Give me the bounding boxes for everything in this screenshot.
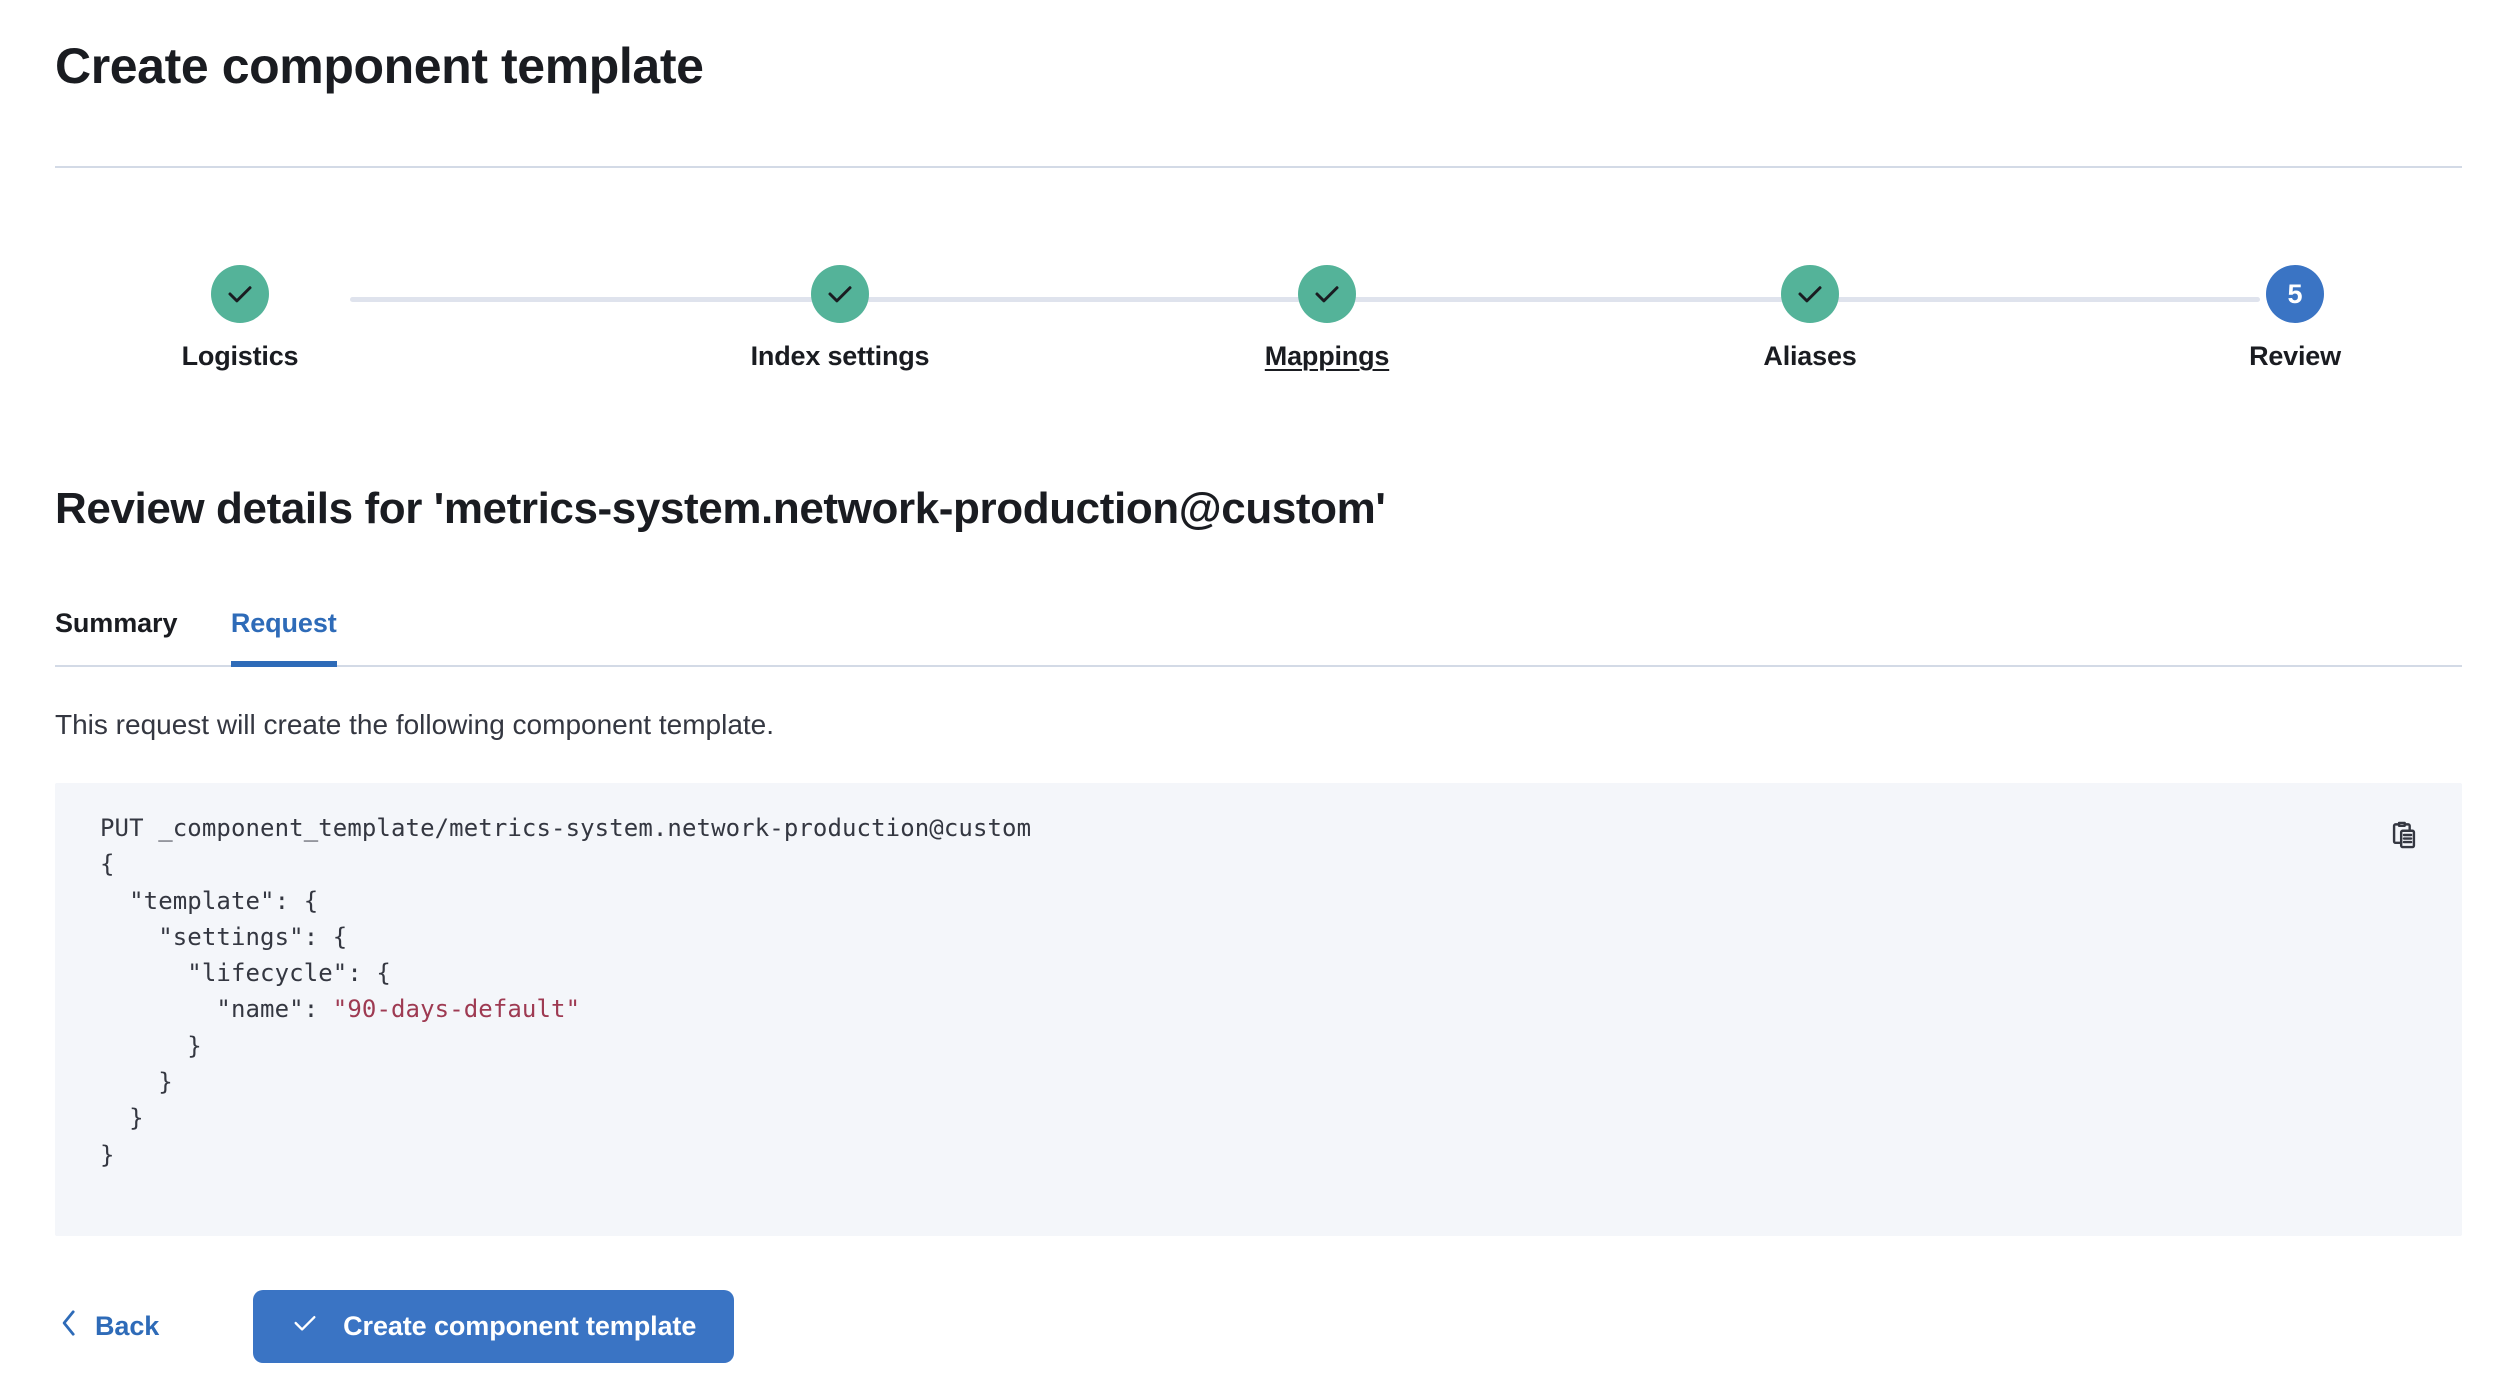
tab-request[interactable]: Request <box>230 595 337 667</box>
step-logistics[interactable]: Logistics <box>90 265 390 372</box>
step-mappings[interactable]: Mappings <box>1177 265 1477 372</box>
review-heading: Review details for 'metrics-system.netwo… <box>55 484 1386 533</box>
step-label: Logistics <box>181 341 299 371</box>
step-label: Review <box>2249 341 2341 371</box>
request-description: This request will create the following c… <box>55 709 775 740</box>
step-status-circle <box>211 265 269 323</box>
step-label: Mappings <box>1264 341 1390 371</box>
request-method-line: PUT _component_template/metrics-system.n… <box>100 814 1032 842</box>
step-review[interactable]: 5 Review <box>2145 265 2445 372</box>
chevron-left-icon <box>59 1309 79 1344</box>
check-icon <box>1795 279 1825 309</box>
step-status-circle <box>1781 265 1839 323</box>
request-string-value: "90-days-default" <box>332 995 581 1024</box>
title-divider <box>55 166 2462 168</box>
step-status-circle <box>1298 265 1356 323</box>
back-button[interactable]: Back <box>55 1299 163 1354</box>
wizard-stepper: Logistics Index settings Mappings <box>55 265 2462 395</box>
tabs-bottom-border <box>55 665 2462 667</box>
review-tabs: Summary Request <box>55 595 2462 667</box>
wizard-footer: Back Create component template <box>55 1290 735 1363</box>
back-button-label: Back <box>95 1311 160 1341</box>
step-status-circle <box>811 265 869 323</box>
step-number: 5 <box>2287 278 2303 309</box>
copy-request-button[interactable] <box>2376 808 2432 864</box>
create-component-template-label: Create component template <box>343 1311 697 1341</box>
step-index-settings[interactable]: Index settings <box>690 265 990 372</box>
step-label: Index settings <box>750 341 930 371</box>
create-component-template-button[interactable]: Create component template <box>253 1290 735 1363</box>
request-code-block: PUT _component_template/metrics-system.n… <box>55 783 2462 1236</box>
step-status-circle: 5 <box>2266 265 2324 323</box>
step-label: Aliases <box>1763 341 1857 371</box>
clipboard-copy-icon <box>2387 818 2421 855</box>
request-body-after: } } } } <box>100 1031 202 1169</box>
check-icon <box>1312 279 1342 309</box>
check-icon <box>825 279 855 309</box>
page-title: Create component template <box>55 38 704 94</box>
request-code-text: PUT _component_template/metrics-system.n… <box>100 810 1031 1173</box>
request-body-before: { "template": { "settings": { "lifecycle… <box>100 850 391 1024</box>
step-aliases[interactable]: Aliases <box>1660 265 1960 372</box>
check-icon <box>291 1309 319 1344</box>
tab-summary[interactable]: Summary <box>55 608 178 638</box>
check-icon <box>225 279 255 309</box>
